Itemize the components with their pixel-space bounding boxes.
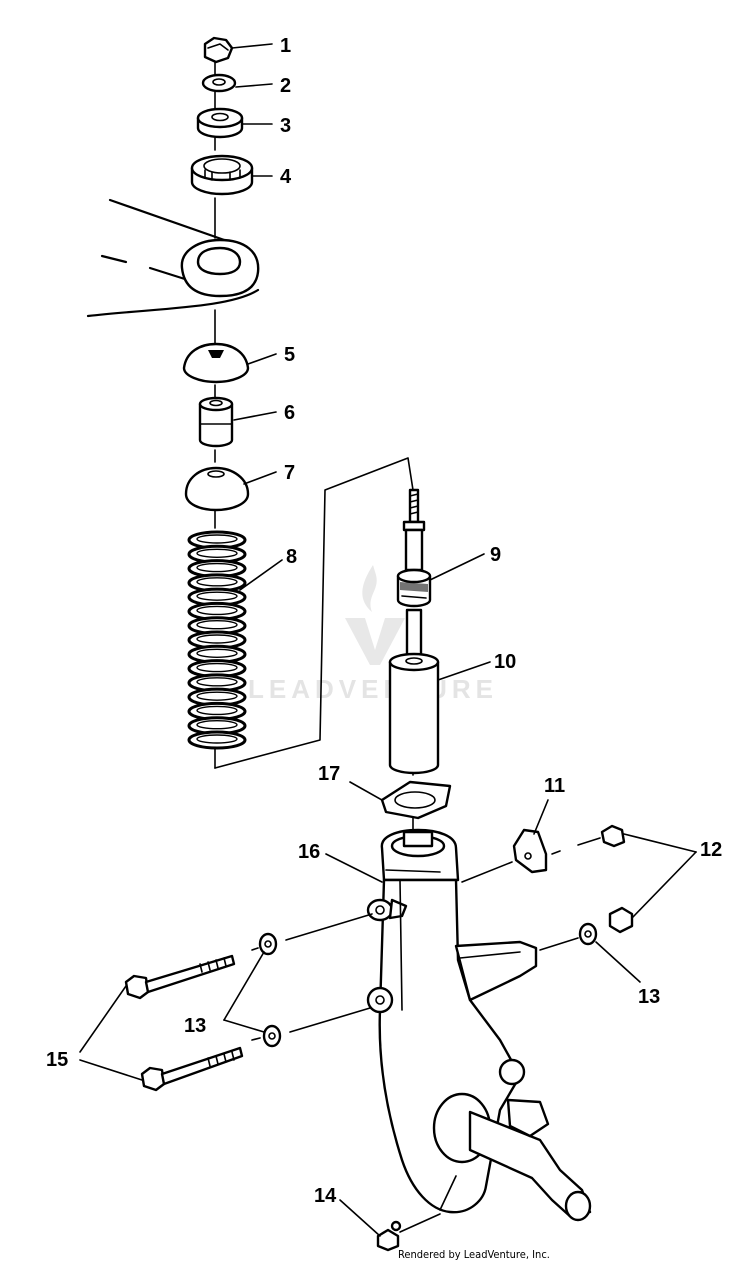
spring-coil-inner [196,562,238,573]
callout-9: 9 [490,544,501,566]
spring-coil-inner [196,620,238,630]
callout-10: 10 [494,651,516,673]
spring-coil-inner [196,677,238,687]
part-17-washer [380,780,452,820]
part-7-dome [184,466,250,512]
callout-13-left: 13 [184,1015,206,1037]
callout-2: 2 [280,75,291,97]
callout-13-right: 13 [638,986,660,1008]
spring-coil-inner [196,648,238,658]
frame-mount-plate [86,198,260,318]
part-13-washer-right [578,922,598,946]
part-4-cup [190,154,254,196]
callout-8: 8 [286,546,297,568]
spring-coil-inner [196,720,238,730]
callout-17: 17 [318,763,340,785]
part-10-shock-absorber [388,488,440,775]
callouts: 1 2 3 4 5 6 7 8 9 10 11 12 13 13 14 15 1… [46,35,722,1207]
watermark: LEADVENTURE [248,565,498,704]
leader-lines [79,43,697,1237]
part-14-grease-fitting [376,1220,402,1252]
part-8-coil-spring [187,530,247,750]
callout-3: 3 [280,115,291,137]
part-3-bushing [196,107,244,139]
part-16-spindle-knuckle [366,828,592,1222]
callout-15: 15 [46,1049,68,1071]
part-1-nut [203,36,234,64]
spring-coil-inner [196,591,238,601]
spring-coil-inner [196,634,238,644]
spring-coil-inner [196,734,238,744]
callout-7: 7 [284,462,295,484]
part-5-dome [182,342,250,384]
part-13-washer-left-lower [262,1024,282,1048]
spring-coil-inner [196,577,238,587]
spring-coil-inner [196,662,238,673]
part-15-bolt-lower [140,1046,244,1092]
part-12-nut-lower [608,906,634,934]
spring-coil-inner [196,548,238,558]
part-13-washer-left-upper [258,932,278,956]
spring-coil-inner [196,534,238,544]
spring-coil-inner [196,705,238,716]
callout-16: 16 [298,841,320,863]
part-11-bracket [512,828,548,874]
watermark-text: LEADVENTURE [248,674,498,704]
callout-11: 11 [544,775,565,797]
callout-1: 1 [280,35,291,57]
render-credit: Rendered by LeadVenture, Inc. [398,1248,550,1261]
part-15-bolt-upper [124,954,236,1000]
part-9-bump-stop [396,568,432,608]
part-12-nut-upper [600,824,626,848]
callout-5: 5 [284,344,295,366]
callout-14: 14 [314,1185,337,1207]
part-6-sleeve [198,396,234,448]
part-2-washer [201,73,237,93]
watermark-logo-icon [345,565,405,665]
spring-coil-inner [196,605,238,616]
callout-12: 12 [700,839,722,861]
assembly-lines [251,837,601,1233]
callout-6: 6 [284,402,295,424]
spring-coil-inner [196,691,238,701]
callout-4: 4 [280,166,292,188]
